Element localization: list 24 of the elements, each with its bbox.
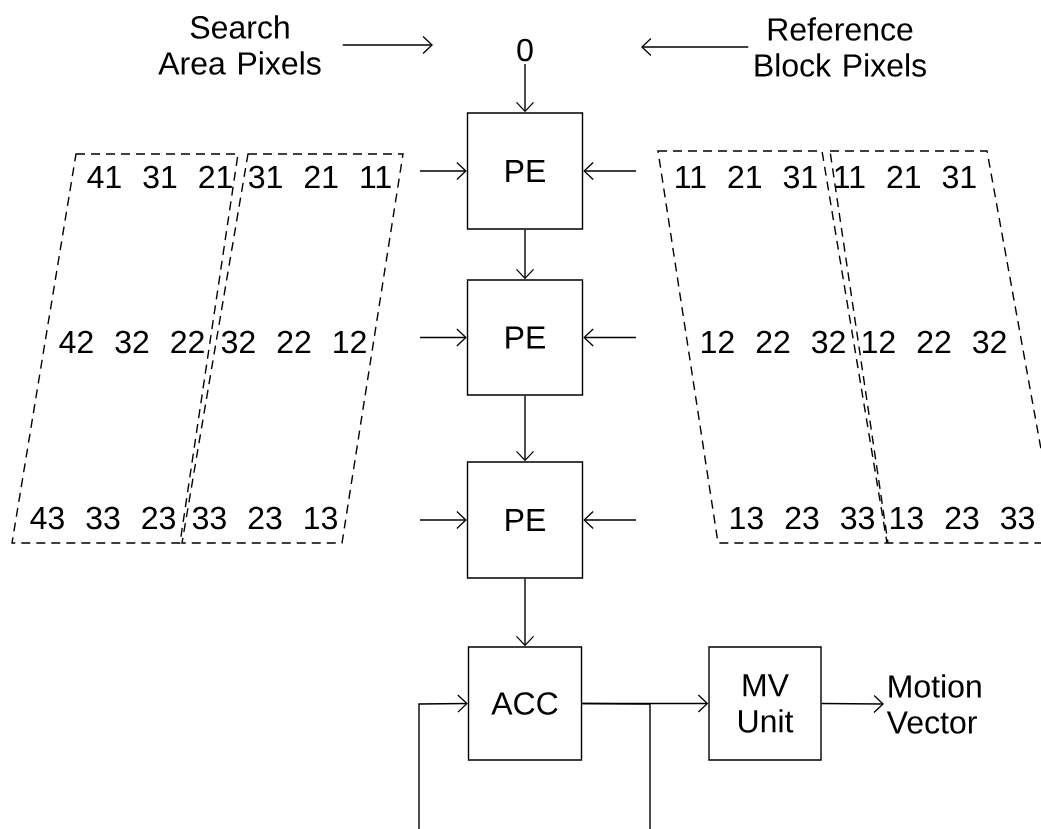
arrow [515,578,535,647]
arrow [583,328,637,347]
processing-element-box: PE [466,112,584,230]
arrow [419,510,467,530]
line [581,702,651,829]
output-label: Motion Vector [886,674,981,734]
arrow [641,37,749,57]
constant-label: 0 [517,38,533,62]
arrow [418,694,468,829]
signal-label: Reference Block Pixels [755,17,926,77]
arrow [821,694,884,714]
processing-element-box: PE [466,461,584,579]
signal-label: Search Area Pixels [158,15,321,75]
arrow [515,229,535,280]
processing-element-box: PE [466,279,584,396]
unit-box: MV Unit [708,646,822,761]
arrow [419,161,467,181]
arrow [515,63,535,113]
arrow [342,35,433,55]
arrow [515,395,535,462]
arrow [583,161,637,181]
arrow [583,510,637,530]
arrow [419,328,467,347]
accumulator-box: ACC [467,646,583,761]
